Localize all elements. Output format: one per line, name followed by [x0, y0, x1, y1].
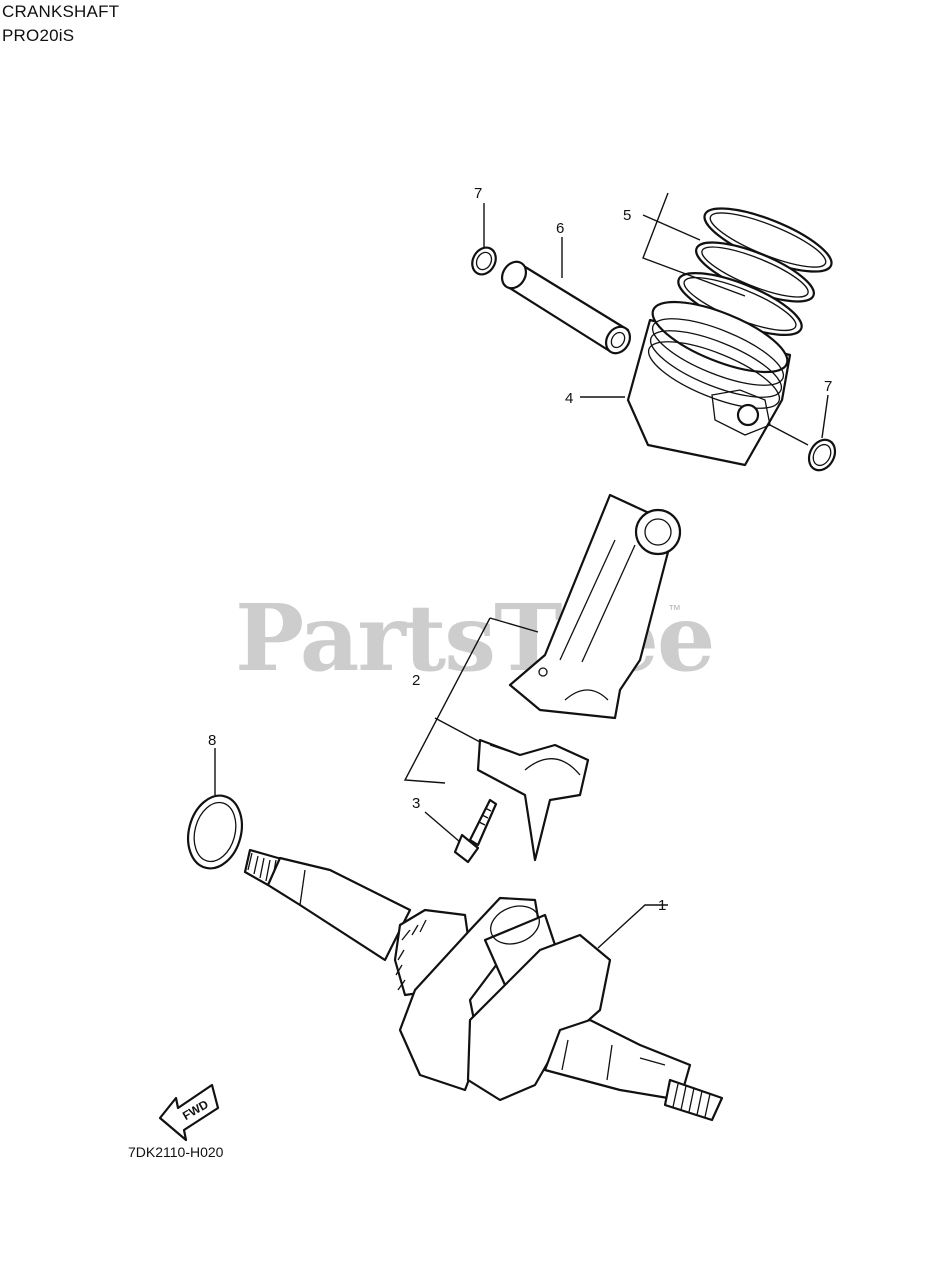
forward-direction-icon: FWD: [158, 1083, 220, 1142]
circlip-right[interactable]: [804, 435, 840, 475]
callout-3: 3: [412, 795, 420, 812]
circlip-left[interactable]: [468, 243, 501, 278]
callout-2: 2: [412, 672, 420, 689]
leader-lines: [214, 192, 829, 949]
crankshaft[interactable]: [243, 848, 724, 1122]
model-name: PRO20iS: [2, 26, 75, 45]
cap-bolt[interactable]: [453, 798, 498, 864]
callout-labels: 1 2 3 4 5 6 7 7 8: [208, 185, 832, 914]
watermark-trademark: ™: [668, 602, 681, 617]
callout-1: 1: [658, 897, 666, 914]
callout-7-left: 7: [474, 185, 482, 202]
callout-8: 8: [208, 732, 216, 749]
piston[interactable]: [626, 288, 796, 467]
piston-rings[interactable]: [671, 196, 838, 347]
diagram-code: 7DK2110-H020: [128, 1144, 224, 1160]
callout-5: 5: [623, 207, 631, 224]
connecting-rod[interactable]: [476, 493, 682, 862]
callout-6: 6: [556, 220, 564, 237]
callout-7-right: 7: [824, 378, 832, 395]
piston-pin[interactable]: [497, 257, 634, 357]
washer[interactable]: [180, 790, 249, 875]
callout-4: 4: [565, 390, 573, 407]
diagram-title: CRANKSHAFT: [2, 2, 120, 21]
